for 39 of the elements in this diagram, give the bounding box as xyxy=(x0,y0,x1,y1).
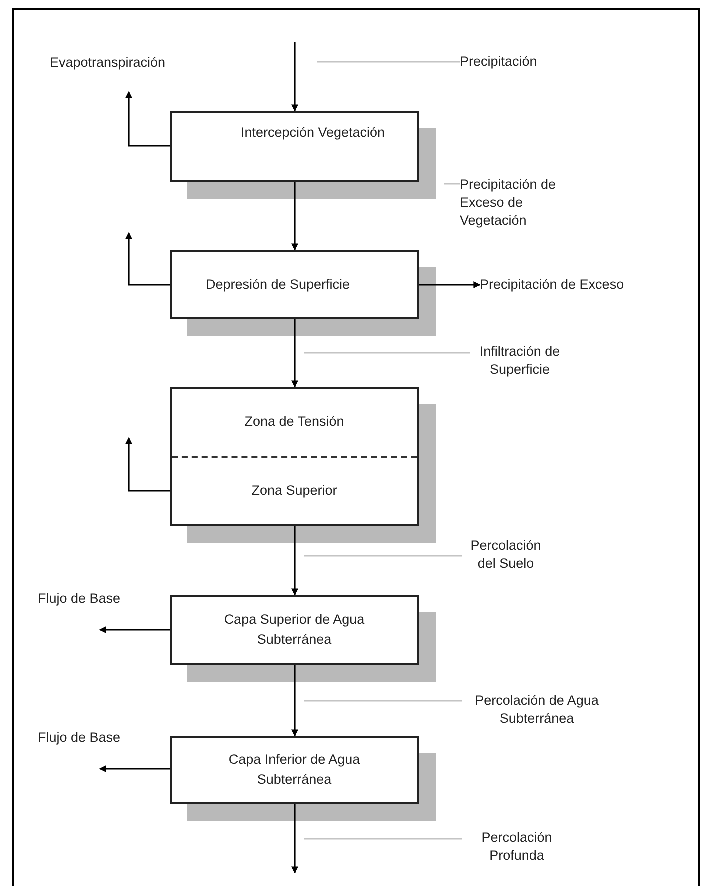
flow-label: Infiltración de Superficie xyxy=(470,343,570,379)
box-text: Capa Superior de Agua Subterránea xyxy=(223,611,366,649)
arrow xyxy=(126,91,170,147)
box-text: Depresión de Superficie xyxy=(204,276,352,294)
leader-line xyxy=(444,183,460,185)
arrow xyxy=(292,42,298,112)
arrow xyxy=(292,319,298,388)
leader-line xyxy=(304,352,470,354)
box-text: Intercepción Vegetación xyxy=(240,124,386,142)
process-box xyxy=(170,736,419,804)
leader-line xyxy=(304,700,462,702)
box-text: Zona de Tensión xyxy=(244,413,344,432)
process-box xyxy=(170,387,419,526)
leader-line xyxy=(317,61,460,63)
process-box xyxy=(170,111,419,182)
arrow xyxy=(99,626,170,634)
flow-label: Flujo de Base xyxy=(38,729,121,747)
arrow xyxy=(292,804,298,874)
arrow xyxy=(292,665,298,737)
flow-label: Precipitación xyxy=(460,53,580,71)
flow-label: Precipitación de Exceso xyxy=(480,276,695,294)
leader-line xyxy=(304,838,462,840)
arrow xyxy=(126,437,170,492)
flow-label: Percolación Profunda xyxy=(462,829,572,865)
arrow xyxy=(292,526,298,596)
box-text: Capa Inferior de Agua Subterránea xyxy=(228,751,362,789)
arrow xyxy=(99,766,170,772)
box-text: Zona Superior xyxy=(252,482,338,500)
flow-label: Percolación de Agua Subterránea xyxy=(462,692,612,728)
arrow xyxy=(126,232,170,286)
arrow xyxy=(419,282,481,288)
leader-line xyxy=(304,555,462,557)
flow-label: Percolación del Suelo xyxy=(462,537,550,573)
arrow xyxy=(292,182,298,251)
process-box xyxy=(170,595,419,665)
flow-label: Evapotranspiración xyxy=(50,54,166,72)
flow-label: Flujo de Base xyxy=(38,590,121,608)
process-box xyxy=(170,250,419,319)
flow-label: Precipitación de Exceso de Vegetación xyxy=(460,176,572,230)
